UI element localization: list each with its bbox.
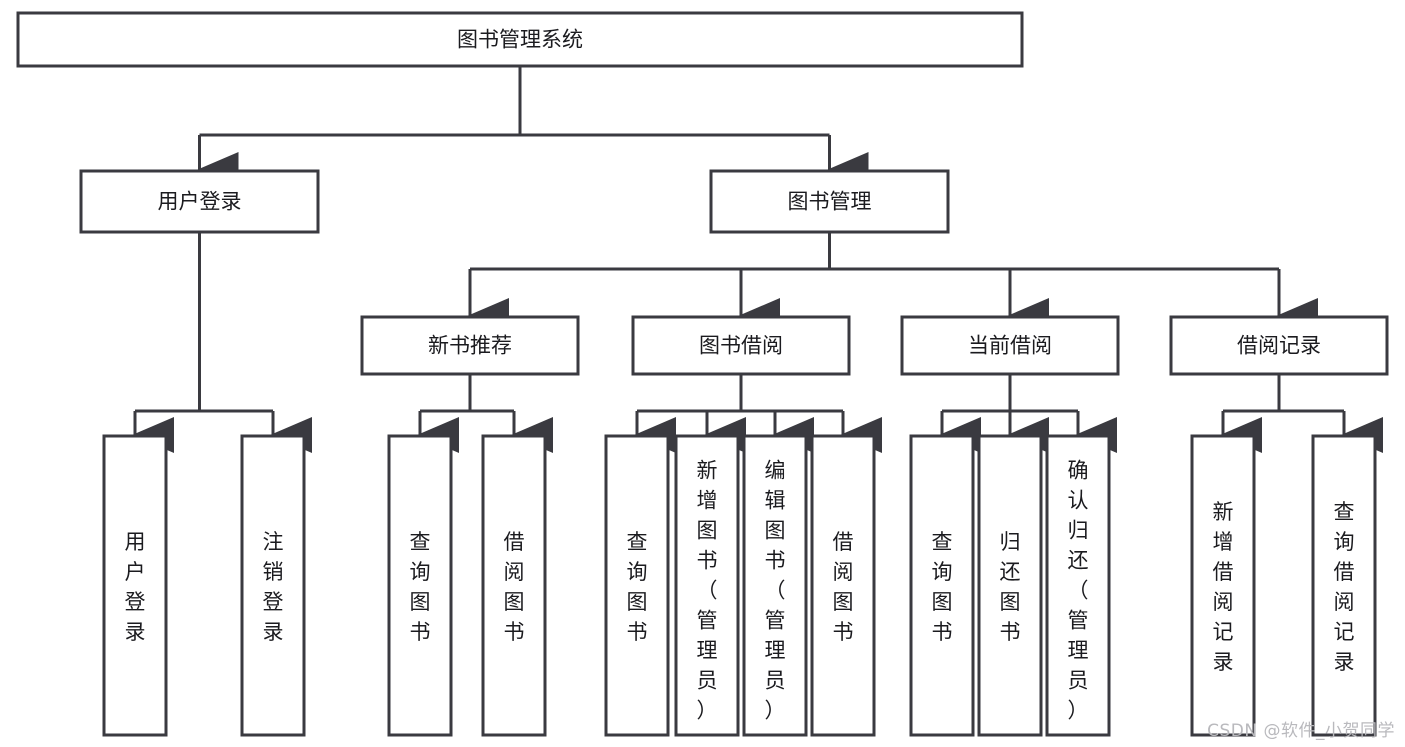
node-label-book-manage: 图书管理 — [788, 190, 872, 214]
node-label-leaf-logout-login: 注销登录 — [263, 530, 284, 644]
node-box-leaf-return-book — [977, 434, 1043, 737]
node-label-borrow-record: 借阅记录 — [1237, 334, 1321, 358]
node-leaf-borrow-book-2[interactable]: 借阅图书 — [810, 434, 876, 737]
node-label-leaf-borrow-book-2: 借阅图书 — [833, 530, 854, 644]
node-box-leaf-borrow-book-1 — [481, 434, 547, 737]
node-label-current-borrow: 当前借阅 — [968, 334, 1052, 358]
node-label-leaf-query-book-1: 查询图书 — [410, 530, 431, 644]
node-box-leaf-add-book — [674, 434, 740, 737]
node-box-leaf-borrow-book-2 — [810, 434, 876, 737]
node-leaf-user-login[interactable]: 用户登录 — [102, 434, 168, 737]
node-leaf-query-record[interactable]: 查询借阅记录 — [1311, 434, 1377, 737]
node-box-book-manage — [709, 169, 950, 234]
node-box-leaf-query-book-2 — [604, 434, 670, 737]
node-label-leaf-add-record: 新增借阅记录 — [1213, 500, 1234, 674]
node-new-book-recommend[interactable]: 新书推荐 — [360, 315, 580, 376]
node-label-leaf-user-login: 用户登录 — [125, 530, 146, 644]
node-book-manage[interactable]: 图书管理 — [709, 169, 950, 234]
csdn-watermark: CSDN @软件_小贺同学 — [1207, 721, 1395, 741]
node-label-leaf-edit-book: 编辑图书（管理员） — [765, 458, 786, 722]
node-box-leaf-confirm-return — [1045, 434, 1111, 737]
node-box-leaf-query-book-1 — [387, 434, 453, 737]
node-box-new-book-recommend — [360, 315, 580, 376]
node-book-borrow[interactable]: 图书借阅 — [631, 315, 851, 376]
node-borrow-record[interactable]: 借阅记录 — [1169, 315, 1389, 376]
node-label-leaf-borrow-book-1: 借阅图书 — [504, 530, 525, 644]
node-box-leaf-query-record — [1311, 434, 1377, 737]
node-box-leaf-logout-login — [240, 434, 306, 737]
node-box-leaf-edit-book — [742, 434, 808, 737]
node-label-leaf-query-record: 查询借阅记录 — [1334, 500, 1355, 674]
node-box-book-borrow — [631, 315, 851, 376]
node-root[interactable]: 图书管理系统 — [16, 11, 1024, 68]
node-label-user-login: 用户登录 — [158, 190, 242, 214]
node-leaf-add-book[interactable]: 新增图书（管理员） — [674, 434, 740, 737]
node-box-current-borrow — [900, 315, 1120, 376]
node-leaf-confirm-return[interactable]: 确认归还（管理员） — [1045, 434, 1111, 737]
node-leaf-edit-book[interactable]: 编辑图书（管理员） — [742, 434, 808, 737]
node-box-leaf-user-login — [102, 434, 168, 737]
connector-layer — [132, 66, 1383, 453]
node-label-book-borrow: 图书借阅 — [699, 334, 783, 358]
node-box-leaf-add-record — [1190, 434, 1256, 737]
node-leaf-return-book[interactable]: 归还图书 — [977, 434, 1043, 737]
node-leaf-query-book-1[interactable]: 查询图书 — [387, 434, 453, 737]
node-user-login[interactable]: 用户登录 — [79, 169, 320, 234]
node-box-user-login — [79, 169, 320, 234]
node-leaf-query-book-2[interactable]: 查询图书 — [604, 434, 670, 737]
node-box-borrow-record — [1169, 315, 1389, 376]
node-label-leaf-add-book: 新增图书（管理员） — [697, 458, 718, 722]
node-label-leaf-query-book-2: 查询图书 — [627, 530, 648, 644]
node-leaf-borrow-book-1[interactable]: 借阅图书 — [481, 434, 547, 737]
node-label-leaf-confirm-return: 确认归还（管理员） — [1068, 458, 1089, 722]
node-leaf-query-book-3[interactable]: 查询图书 — [909, 434, 975, 737]
node-label-leaf-return-book: 归还图书 — [1000, 530, 1021, 644]
node-leaf-add-record[interactable]: 新增借阅记录 — [1190, 434, 1256, 737]
node-label-leaf-query-book-3: 查询图书 — [932, 530, 953, 644]
node-box-root — [16, 11, 1024, 68]
node-label-root: 图书管理系统 — [457, 28, 583, 52]
node-layer: 图书管理系统用户登录图书管理新书推荐图书借阅当前借阅借阅记录用户登录注销登录查询… — [16, 11, 1389, 737]
node-box-leaf-query-book-3 — [909, 434, 975, 737]
node-label-new-book-recommend: 新书推荐 — [428, 334, 512, 358]
node-current-borrow[interactable]: 当前借阅 — [900, 315, 1120, 376]
node-leaf-logout-login[interactable]: 注销登录 — [240, 434, 306, 737]
